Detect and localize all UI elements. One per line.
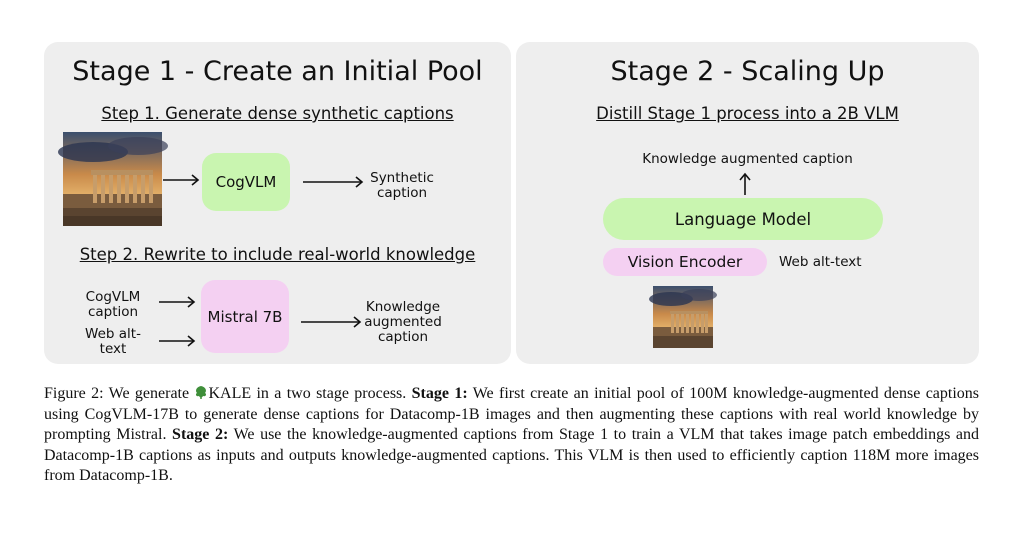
knowledge-caption-line2: augmented [364,314,442,330]
knowledge-caption-label: Knowledge augmented caption [363,300,443,345]
arrow-up-icon [739,172,751,195]
cogvlm-caption-label: CogVLM caption [81,290,145,320]
knowledge-caption-line3: caption [377,329,429,345]
arrow-right-icon [303,176,364,188]
web-alt-text-label: Web alt- text [81,327,145,357]
arrow-right-icon [159,296,196,308]
step1-heading: Step 1. Generate dense synthetic caption… [101,104,454,123]
arrow-right-icon [159,335,196,347]
knowledge-caption-line1: Knowledge [365,299,441,315]
figure-caption: Figure 2: We generate KALE in a two stag… [44,384,979,487]
caption-stage2-label: Stage 2: [172,426,229,443]
arrow-right-icon [301,316,362,328]
caption-text-3: We use the knowledge-augmented captions … [44,426,980,484]
cogvlm-caption-line2: caption [87,304,139,320]
caption-text-2: We first create an initial pool of 100M … [44,385,980,443]
arrow-right-icon [163,174,200,186]
knowledge-augmented-caption-label: Knowledge augmented caption [642,151,853,167]
synthetic-caption-label: Synthetic caption [368,171,436,201]
stage2-subtitle: Distill Stage 1 process into a 2B VLM [596,104,899,123]
language-model-box: Language Model [603,198,883,240]
web-alt-text-input-label: Web alt-text [779,254,862,270]
web-alt-text-line1: Web alt- [85,326,141,342]
step2-heading: Step 2. Rewrite to include real-world kn… [79,245,476,264]
temple-photo-small [649,286,717,348]
caption-kale: KALE in a two stage process. [208,385,407,402]
stage1-panel: Stage 1 - Create an Initial Pool Step 1.… [44,42,511,364]
caption-text-1: We generate [108,385,190,402]
vision-encoder-box: Vision Encoder [603,248,767,276]
temple-photo [58,132,168,226]
cogvlm-box: CogVLM [202,153,290,211]
stage2-title: Stage 2 - Scaling Up [610,56,885,87]
caption-stage1-label: Stage 1: [411,385,468,402]
mistral-box: Mistral 7B [201,280,289,353]
kale-leaf-icon [196,386,207,399]
web-alt-text-line2: text [99,341,127,357]
stage2-panel: Stage 2 - Scaling Up Distill Stage 1 pro… [516,42,979,364]
stage1-title: Stage 1 - Create an Initial Pool [72,56,483,87]
figure-label: Figure 2: [44,385,104,402]
synthetic-caption-line1: Synthetic [370,170,434,186]
cogvlm-caption-line1: CogVLM [85,289,141,305]
synthetic-caption-line2: caption [376,185,428,201]
